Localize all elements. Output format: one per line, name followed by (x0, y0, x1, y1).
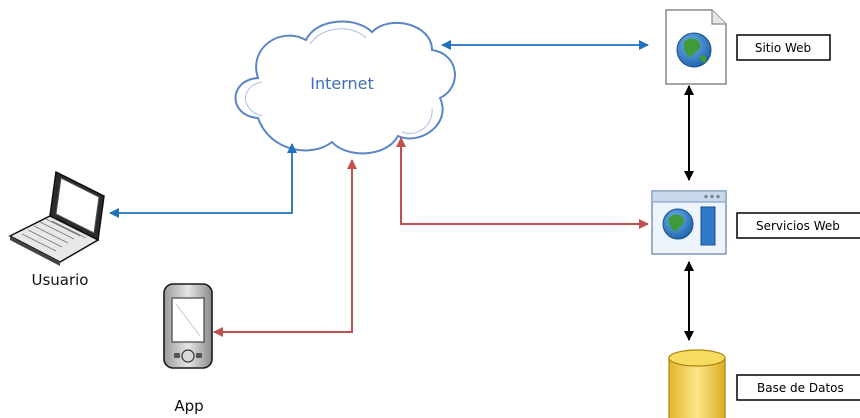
link-internet-usuario (109, 143, 297, 218)
web-page-globe-icon (665, 9, 727, 85)
base-de-datos-label: Base de Datos (757, 381, 844, 395)
servicios-web-box (736, 212, 860, 239)
base-de-datos-box (736, 374, 860, 401)
link-internet-app (213, 159, 357, 337)
cloud-icon: Internet (234, 20, 456, 155)
mobile-phone-icon (163, 283, 213, 369)
servicios-web-label: Servicios Web (756, 219, 840, 233)
link-internet-servicios-web (396, 137, 649, 229)
web-services-window-icon (651, 190, 727, 255)
sitio-web-label: Sitio Web (755, 41, 811, 55)
app-label: App (174, 397, 203, 415)
usuario-label: Usuario (31, 271, 88, 289)
database-cylinder-icon (668, 349, 726, 418)
cloud-label: Internet (310, 74, 374, 93)
sitio-web-box (736, 34, 831, 61)
laptop-icon (8, 170, 105, 266)
